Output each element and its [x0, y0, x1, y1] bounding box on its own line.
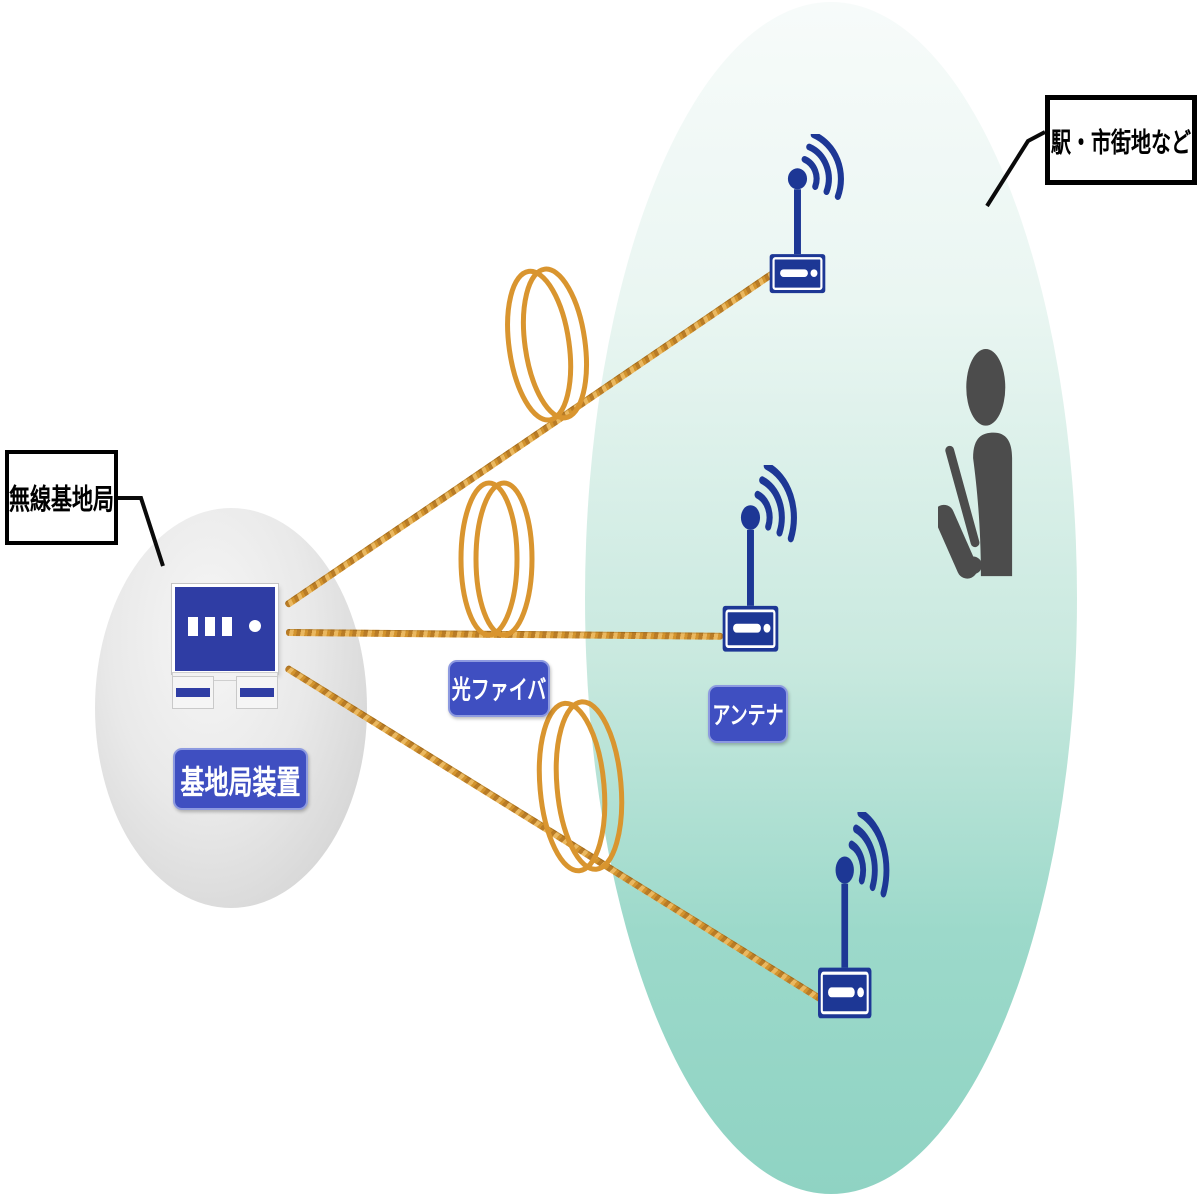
fiber-coil-icon: [458, 480, 535, 638]
device-port: [222, 617, 232, 636]
base-station-equipment-text: 基地局装置: [180, 764, 301, 802]
wireless-base-station-text: 無線基地局: [9, 484, 114, 516]
antenna-text: アンテナ: [712, 701, 784, 729]
person-holding-phone-icon: [938, 348, 1013, 579]
device-port: [188, 617, 198, 636]
fiber-coil-icon: [505, 266, 589, 423]
base-station-equipment-label: 基地局装置: [173, 748, 308, 810]
optical-fiber-label: 光ファイバ: [448, 660, 550, 717]
antenna-label: アンテナ: [708, 685, 788, 743]
urban-area-text: 駅・市街地など: [1051, 128, 1191, 159]
urban-area-callout: 駅・市街地など: [1045, 95, 1197, 185]
wireless-base-station-callout: 無線基地局: [5, 450, 118, 545]
base-station-ellipse: [95, 508, 367, 908]
device-indicator: [249, 620, 261, 632]
antenna-icon: [722, 465, 797, 652]
optical-fiber-text: 光ファイバ: [451, 677, 547, 706]
device-port: [205, 617, 215, 636]
device-foot-left: [172, 676, 214, 709]
antenna-icon: [818, 812, 890, 1019]
antenna-icon: [769, 134, 844, 294]
base-station-device-icon: [172, 584, 278, 674]
device-foot-right: [236, 676, 278, 709]
fiber-coil-icon: [536, 699, 625, 874]
